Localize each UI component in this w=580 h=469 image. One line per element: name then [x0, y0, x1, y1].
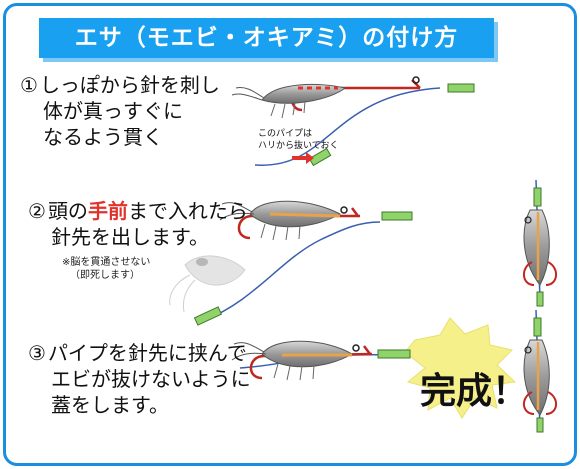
step1-number: ①	[20, 73, 38, 97]
fishing-line	[204, 221, 381, 321]
brain-note-line1: ※脳を貫通させない	[62, 257, 151, 268]
pipe	[308, 147, 332, 167]
brain-note: ※脳を貫通させない （即死します）	[62, 256, 150, 282]
brain-note-line2: （即死します）	[70, 270, 140, 281]
step1-line1: しっぽから針を刺し	[39, 73, 220, 97]
step2-line1-emphasis: 手前	[87, 199, 128, 223]
step1-illustration	[231, 76, 475, 167]
hook	[523, 391, 557, 415]
finished-rig-bottom	[523, 309, 557, 433]
pipe	[381, 211, 413, 221]
pipe	[447, 83, 475, 93]
pipe	[533, 187, 542, 207]
pipe	[536, 291, 544, 307]
shrimp	[261, 83, 347, 104]
pipe	[533, 317, 542, 337]
step2-illustration	[169, 200, 413, 326]
step2-line2: 針先を出します。	[51, 225, 209, 249]
pipe-note: このパイプは ハリから抜いておく	[258, 128, 338, 152]
hook	[523, 261, 557, 286]
step2-line1-post: まで入れたら	[127, 199, 248, 223]
finished-rig-top	[523, 179, 557, 307]
pipe-note-line2: ハリから抜いておく	[258, 141, 339, 151]
step3-line2: エビが抜けないように	[51, 367, 251, 391]
step3-illustration	[231, 340, 411, 381]
shrimp	[523, 339, 550, 416]
step1-line3: なるよう貫く	[43, 125, 163, 149]
fishing-line	[254, 87, 441, 166]
arrow-icon	[292, 152, 314, 164]
step3-number: ③	[28, 341, 46, 365]
shrimp	[523, 209, 550, 286]
page-title: エサ（モエビ・オキアミ）の付け方	[74, 25, 459, 51]
burst-shape	[404, 317, 517, 419]
pipe	[377, 349, 411, 359]
step3-line1: パイプを針先に挟んで	[47, 341, 247, 365]
step3-line3: 蓋をします。	[51, 393, 169, 417]
step2-line1-pre: 頭の	[47, 199, 88, 223]
pipe-note-line1: このパイプは	[258, 129, 313, 139]
title-banner: エサ（モエビ・オキアミ）の付け方	[39, 18, 494, 58]
step2-number: ②	[28, 199, 46, 223]
done-label: 完成！	[420, 371, 529, 412]
pipe	[536, 417, 544, 433]
pipe	[193, 306, 223, 326]
step1-line2: 体が真っすぐに	[43, 99, 183, 123]
